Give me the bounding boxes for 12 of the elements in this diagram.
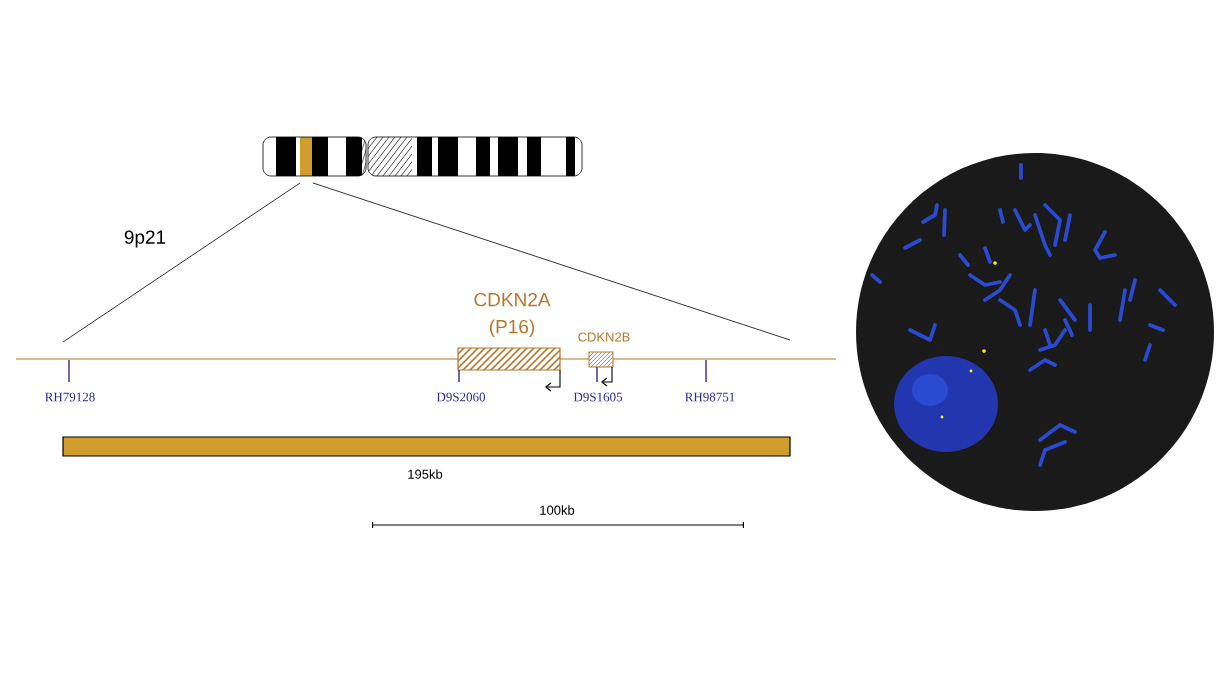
bar-label: 195kb (408, 469, 443, 479)
marker-label: D9S1605 (573, 392, 623, 402)
gene-box (588, 351, 614, 368)
marker-label: D9S2060 (436, 392, 486, 402)
gene-label: CDKN2B (578, 332, 630, 342)
marker-label: RH79128 (45, 392, 95, 402)
scale-label: 100kb (540, 505, 575, 515)
marker-label: RH98751 (685, 392, 735, 402)
region-label: 9p21 (124, 230, 166, 248)
gene-label: CDKN2A (P16) (474, 292, 551, 338)
gene-box (457, 347, 561, 371)
region-bar (62, 436, 791, 457)
